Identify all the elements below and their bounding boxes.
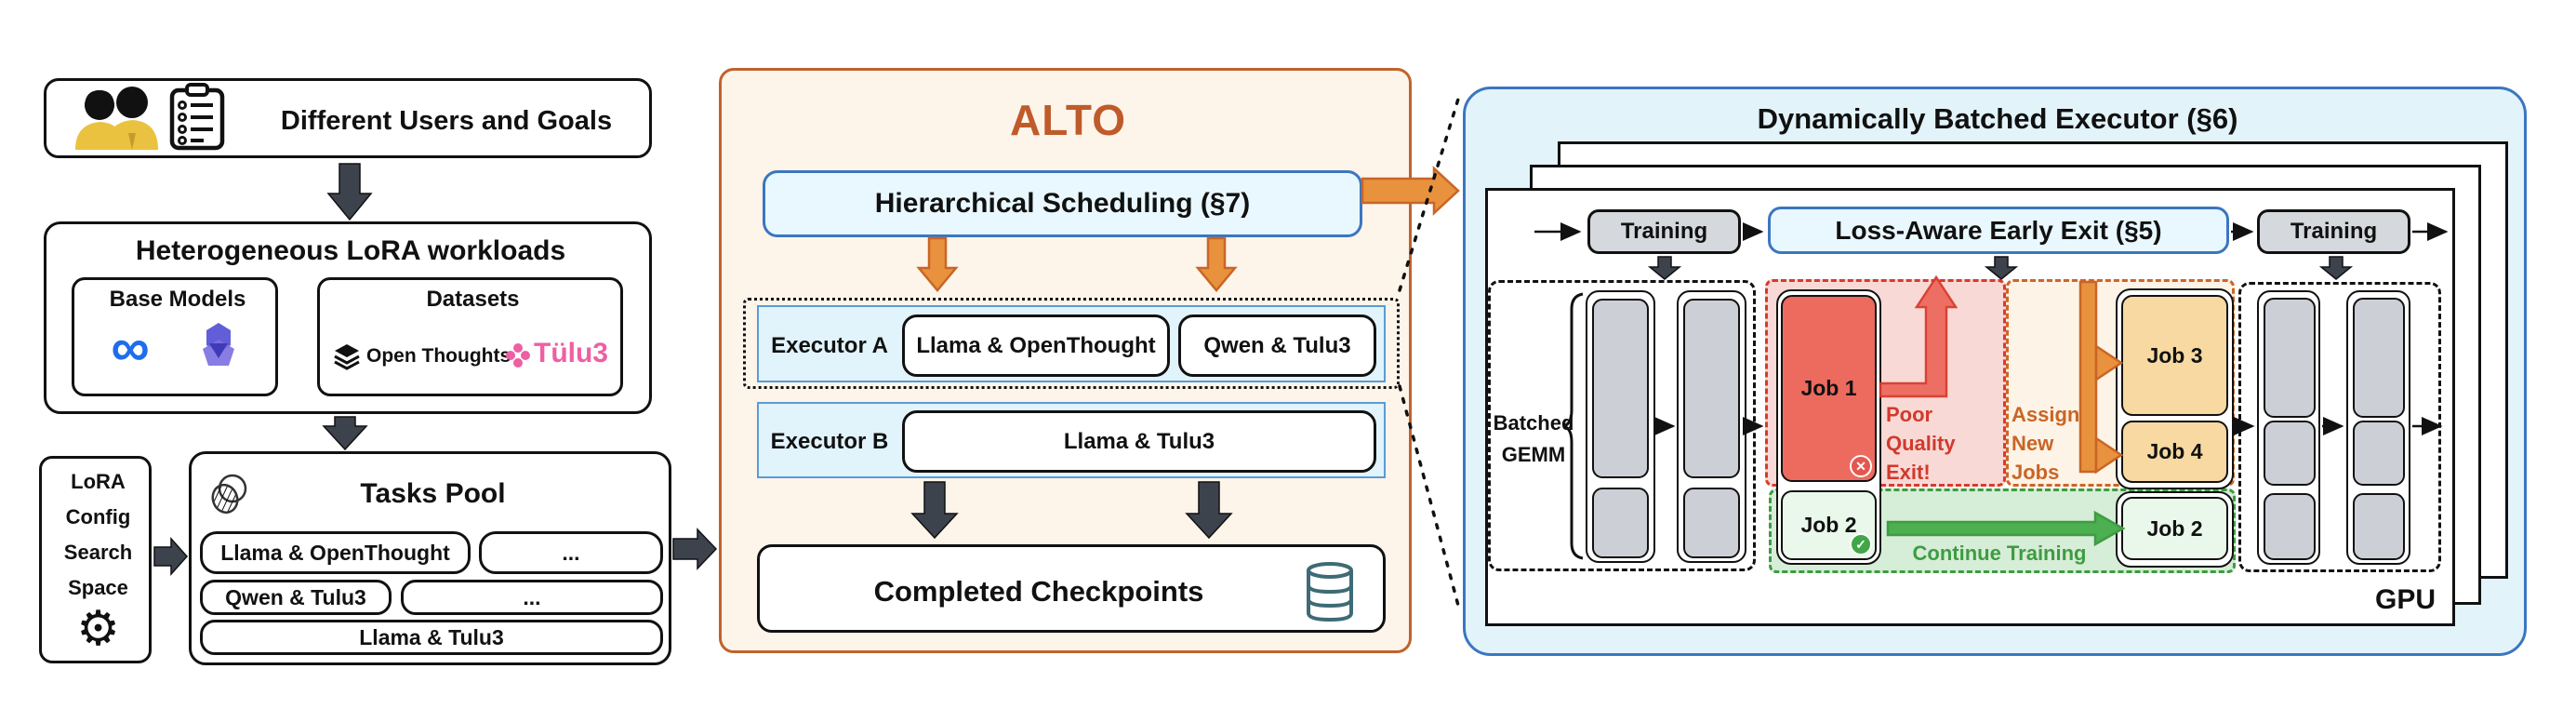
down-arrow (322, 416, 368, 451)
tasks-pool-title: Tasks Pool (360, 478, 506, 509)
task-chip: ... (479, 531, 663, 574)
executor-b-row: Executor B Llama & Tulu3 (757, 402, 1386, 478)
two-users-icon (75, 87, 158, 150)
lora-line: Search (63, 541, 133, 564)
job2-left-label: Job 2 (1800, 513, 1857, 537)
task-chip: ... (401, 580, 663, 615)
meta-logo-icon: ∞ (111, 316, 150, 378)
gear-icon: ⚙ (76, 602, 120, 656)
gpu-slot (2264, 298, 2316, 418)
executor-a-label: Executor A (771, 332, 888, 358)
gpu-slot (2353, 421, 2405, 486)
batched-gemm-label: GEMM (1501, 443, 1566, 466)
checkpoints-label: Completed Checkpoints (873, 574, 1204, 608)
job3-box: Job 3 (2121, 295, 2228, 416)
assign-line: Jobs (2012, 461, 2060, 484)
fail-icon: ✕ (1850, 455, 1872, 477)
executor-a-chip: Llama & OpenThought (902, 314, 1170, 377)
gpu-slot (2353, 298, 2405, 418)
job1-label: Job 1 (1800, 376, 1857, 400)
gemm-slot-tall (1683, 299, 1740, 478)
scheduling-box: Hierarchical Scheduling (§7) (763, 170, 1362, 237)
open-thoughts-label: Open Thoughts (366, 345, 511, 367)
executor-a-chip: Qwen & Tulu3 (1178, 314, 1376, 377)
assign-line: New (2012, 432, 2054, 455)
lora-line: LoRA (71, 470, 126, 493)
users-goals-box: Different Users and Goals (44, 78, 652, 158)
task-chip: Llama & OpenThought (200, 531, 471, 574)
checklist-clipboard-icon (169, 83, 225, 151)
qwen-logo-icon (203, 323, 234, 366)
users-goals-label: Different Users and Goals (280, 105, 613, 136)
job3-label: Job 3 (2146, 342, 2203, 368)
job2-right-label: Job 2 (2146, 515, 2203, 541)
lora-line: Space (68, 576, 128, 599)
tasks-pool-box: Tasks Pool Llama & OpenThought ... Qwen … (189, 451, 671, 665)
lora-line: Config (65, 505, 131, 528)
success-icon: ✓ (1850, 533, 1872, 555)
job4-label: Job 4 (2146, 439, 2203, 463)
executor-a-dashed-box (743, 298, 1400, 389)
batched-gemm-label: Batched (1493, 411, 1574, 435)
training-right-box: Training (2257, 209, 2410, 254)
gemm-column (1586, 290, 1655, 563)
base-models-title: Base Models (109, 287, 246, 312)
lora-config-box: LoRA Config Search Space ⚙ (39, 456, 152, 663)
gemm-slot-short (1683, 488, 1740, 558)
executor-b-label: Executor B (770, 429, 889, 454)
alto-panel: ALTO Hierarchical Scheduling (§7) Execut… (719, 68, 1412, 653)
gpu-label: GPU (2374, 584, 2436, 615)
continue-training-label: Continue Training (1912, 542, 2087, 565)
base-models-box: Base Models ∞ (72, 277, 278, 396)
job2-right-box: Job 2 (2121, 497, 2228, 560)
open-thoughts-stack-icon (334, 344, 360, 370)
gpu-column (2346, 290, 2410, 565)
down-arrow (326, 163, 373, 221)
checkpoints-box: Completed Checkpoints (757, 544, 1386, 633)
right-arrow (672, 528, 718, 570)
gemm-slot-short (1592, 488, 1649, 558)
poor-quality-line: Exit! (1886, 461, 1931, 484)
database-cylinder-icon (1307, 562, 1353, 622)
task-chip: Qwen & Tulu3 (200, 580, 392, 615)
assign-line: Assign (2012, 403, 2080, 426)
tulu-label: Tülu3 (534, 338, 608, 368)
alto-title: ALTO (1010, 96, 1126, 144)
poor-quality-line: Quality (1886, 432, 1956, 455)
gpu-slot (2353, 493, 2405, 560)
tulu-flower-icon (506, 343, 530, 368)
poor-quality-line: Poor (1886, 403, 1933, 426)
job4-box: Job 4 (2121, 421, 2228, 483)
gemm-column (1677, 290, 1746, 563)
poor-quality-label: Poor Quality Exit! (1886, 400, 1956, 487)
gemm-slot-tall (1592, 299, 1649, 478)
gpu-slot (2264, 421, 2316, 486)
training-left-box: Training (1587, 209, 1741, 254)
datasets-title: Datasets (426, 287, 520, 312)
early-exit-box: Loss-Aware Early Exit (§5) (1768, 207, 2229, 254)
job1-box: Job 1 ✕ (1781, 295, 1877, 482)
right-arrow (153, 537, 189, 576)
task-chip: Llama & Tulu3 (200, 620, 663, 655)
workloads-title: Heterogeneous LoRA workloads (135, 235, 566, 266)
job2-left-box: Job 2 ✓ (1781, 490, 1877, 560)
executor-a-row: Executor A Llama & OpenThought Qwen & Tu… (757, 305, 1386, 382)
assign-new-jobs-label: Assign New Jobs (2012, 400, 2079, 487)
overlapping-pool-icon (211, 474, 247, 515)
gpu-slot (2264, 493, 2316, 560)
gpu-column (2257, 290, 2320, 565)
batched-executor-title: Dynamically Batched Executor (§6) (1757, 102, 2238, 135)
executor-b-chip: Llama & Tulu3 (902, 410, 1376, 473)
workloads-box: Heterogeneous LoRA workloads Base Models… (44, 221, 652, 414)
datasets-box: Datasets Open Thoughts Tülu3 (317, 277, 623, 396)
